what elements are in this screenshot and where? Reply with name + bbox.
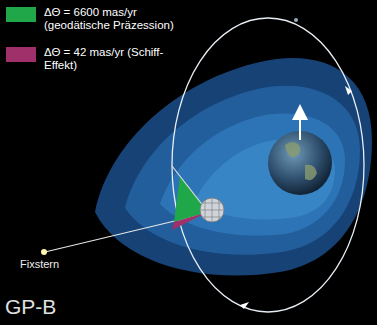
legend-text: ΔΘ = 6600 mas/yr (geodätische Präzession… bbox=[44, 6, 194, 32]
mission-label: GP-B bbox=[5, 295, 56, 319]
legend-swatch bbox=[6, 7, 36, 22]
legend-text: ΔΘ = 42 mas/yr (Schiff-Effekt) bbox=[44, 46, 194, 72]
star-label: Fixstern bbox=[20, 258, 59, 270]
legend-swatch bbox=[6, 47, 36, 62]
